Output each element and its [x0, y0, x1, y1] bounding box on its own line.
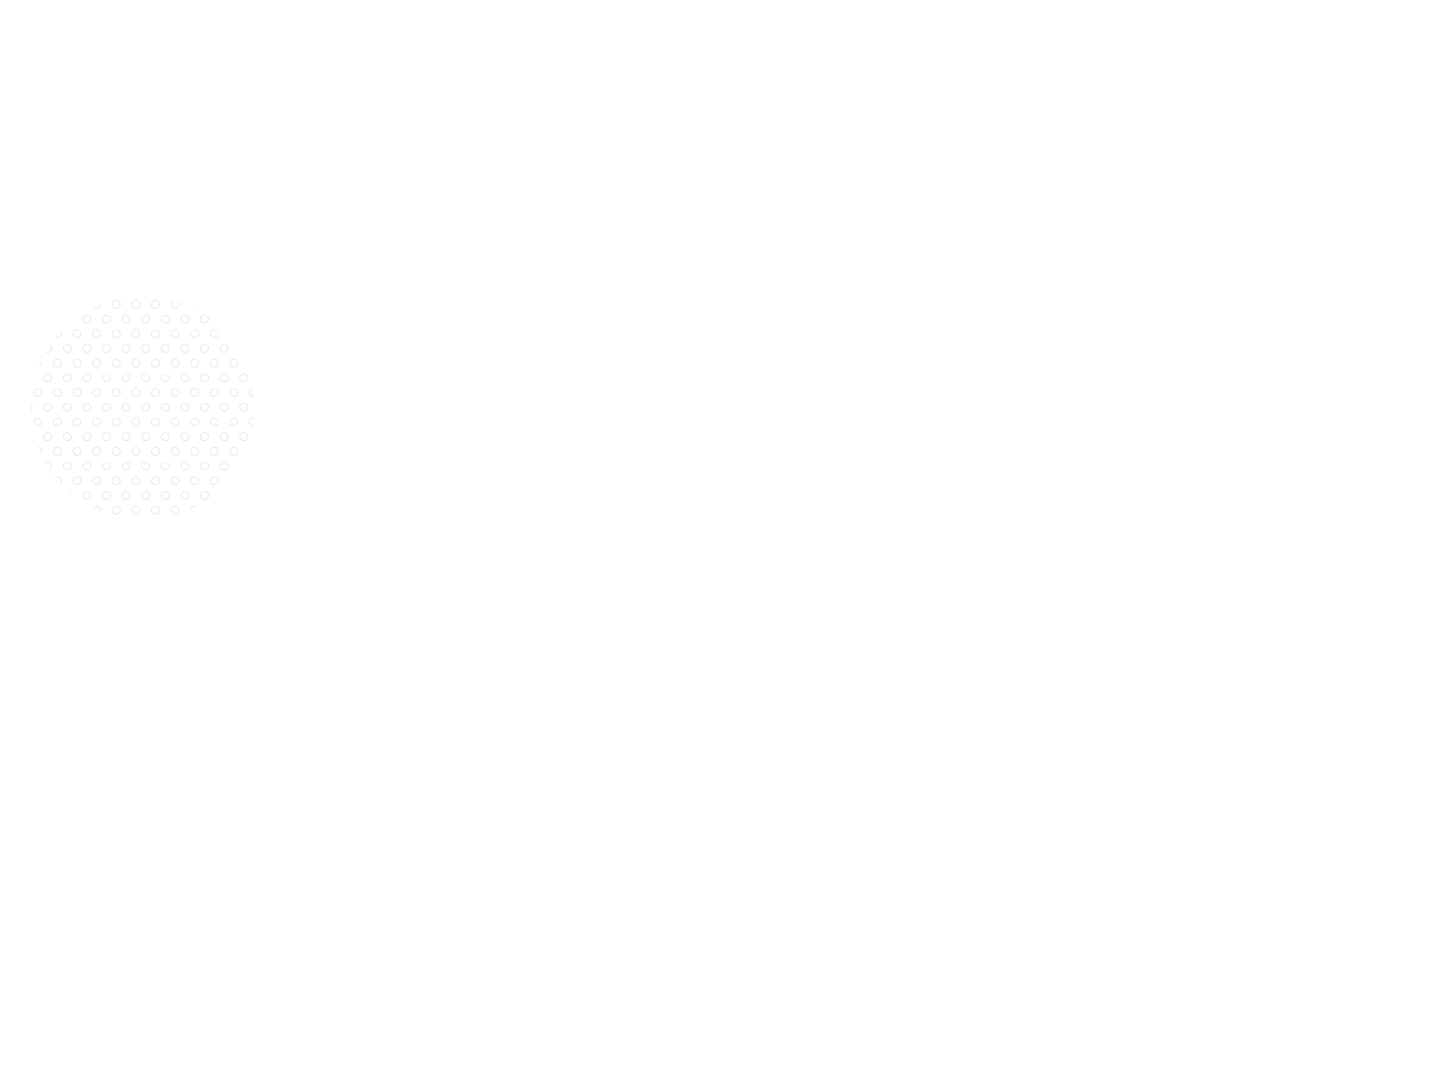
dotted-circle-decoration: [31, 296, 255, 520]
dot-pattern: [31, 296, 255, 520]
